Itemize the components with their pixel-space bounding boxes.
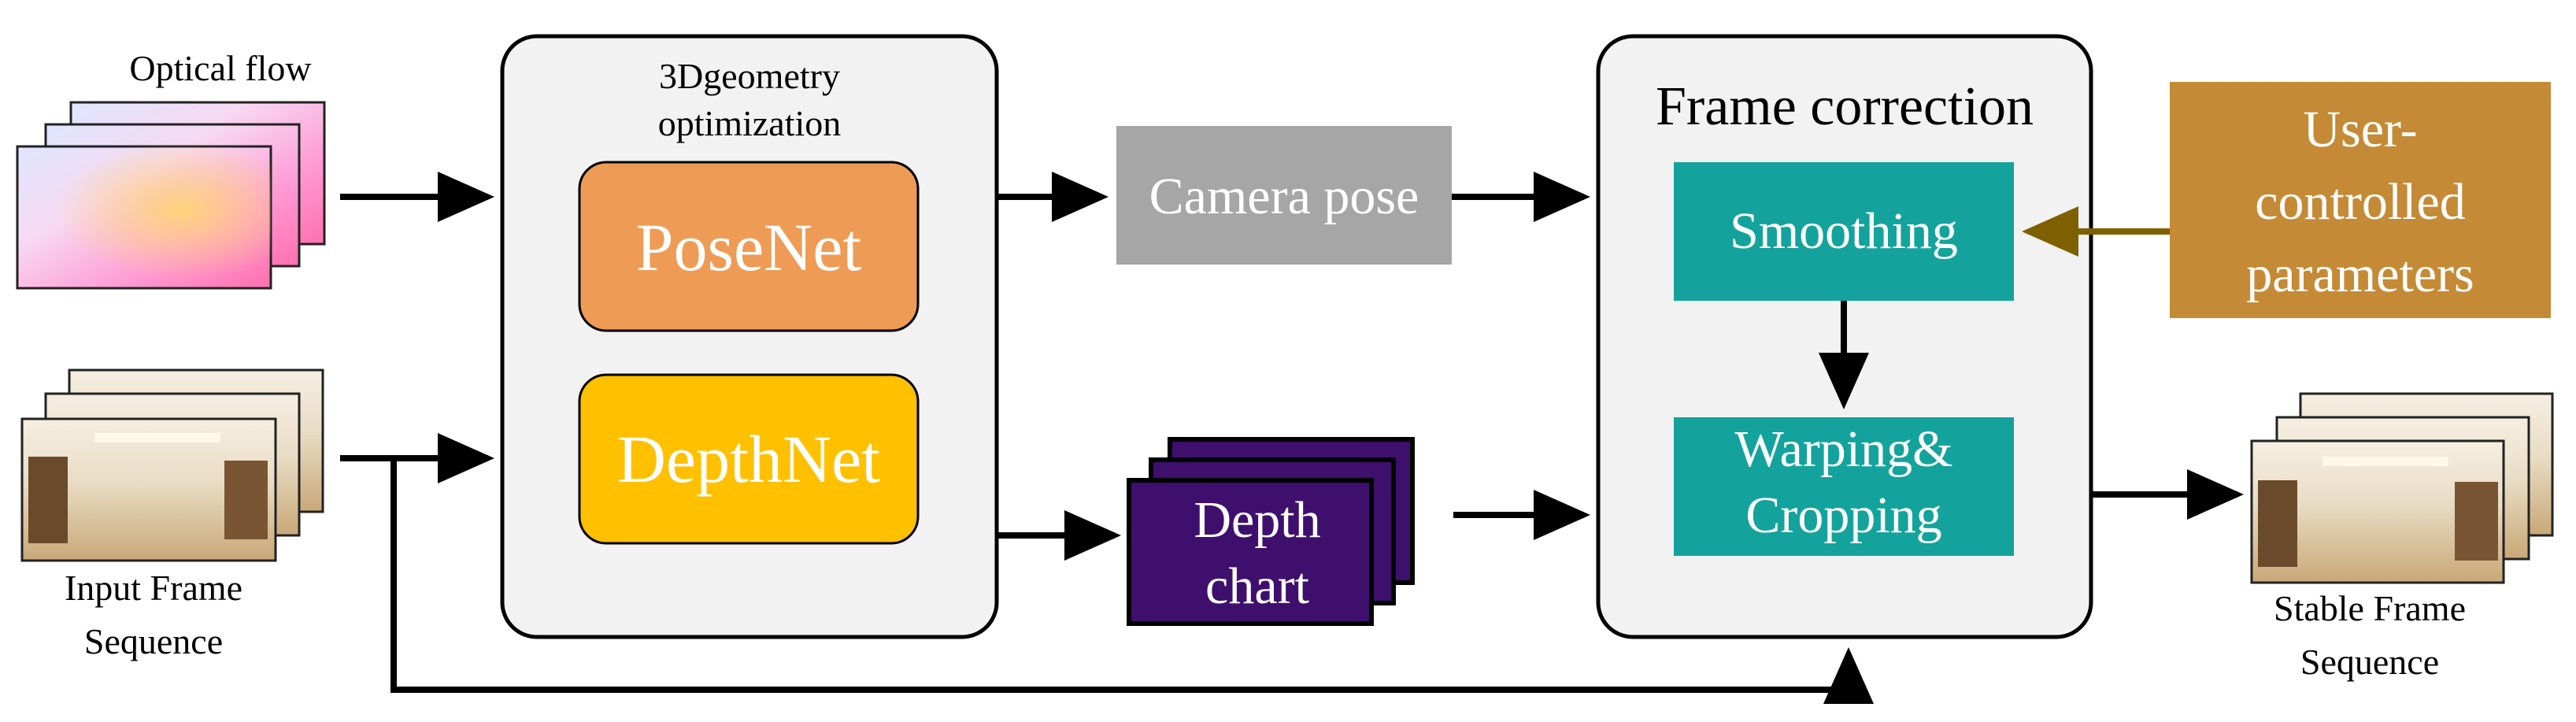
- depth-chart-label-line2: chart: [1205, 557, 1309, 615]
- user-parameters-line2: controlled: [2255, 173, 2466, 231]
- user-parameters-line1: User-: [2303, 101, 2417, 158]
- user-parameters-box: [2170, 82, 2551, 318]
- depthnet-box: [578, 373, 920, 545]
- geometry-title-line1: 3Dgeometry: [659, 56, 840, 96]
- output-label-line1: Stable Frame: [2274, 588, 2466, 628]
- camera-pose-box: [1116, 126, 1452, 265]
- output-label-line2: Sequence: [2300, 642, 2439, 682]
- warping-label-line2: Cropping: [1745, 487, 1941, 544]
- warping-label-line1: Warping&: [1735, 420, 1953, 478]
- camera-pose-label: Camera pose: [1149, 168, 1419, 225]
- depth-chart-stack: [1127, 437, 1415, 626]
- geometry-title-line2: optimization: [658, 103, 842, 143]
- optical-flow-label: Optical flow: [129, 48, 312, 88]
- posenet-box: [578, 161, 920, 332]
- stable-frame-image-stack: [2250, 392, 2554, 584]
- input-frame-image-stack: [20, 368, 324, 562]
- warping-cropping-box: [1674, 417, 2014, 556]
- depthnet-label: DepthNet: [617, 421, 880, 497]
- input-frame-label-line2: Sequence: [84, 621, 223, 661]
- optical-flow-image-stack: [16, 101, 326, 290]
- posenet-label: PoseNet: [636, 209, 862, 285]
- smoothing-box: [1674, 162, 2014, 301]
- depth-chart-label-line1: Depth: [1194, 491, 1320, 549]
- smoothing-label: Smoothing: [1730, 202, 1958, 260]
- user-parameters-line3: parameters: [2246, 246, 2474, 303]
- arrow-input-bypass-to-correction: [390, 458, 1874, 704]
- input-frame-label-line1: Input Frame: [65, 568, 242, 608]
- frame-correction-title: Frame correction: [1656, 76, 2034, 137]
